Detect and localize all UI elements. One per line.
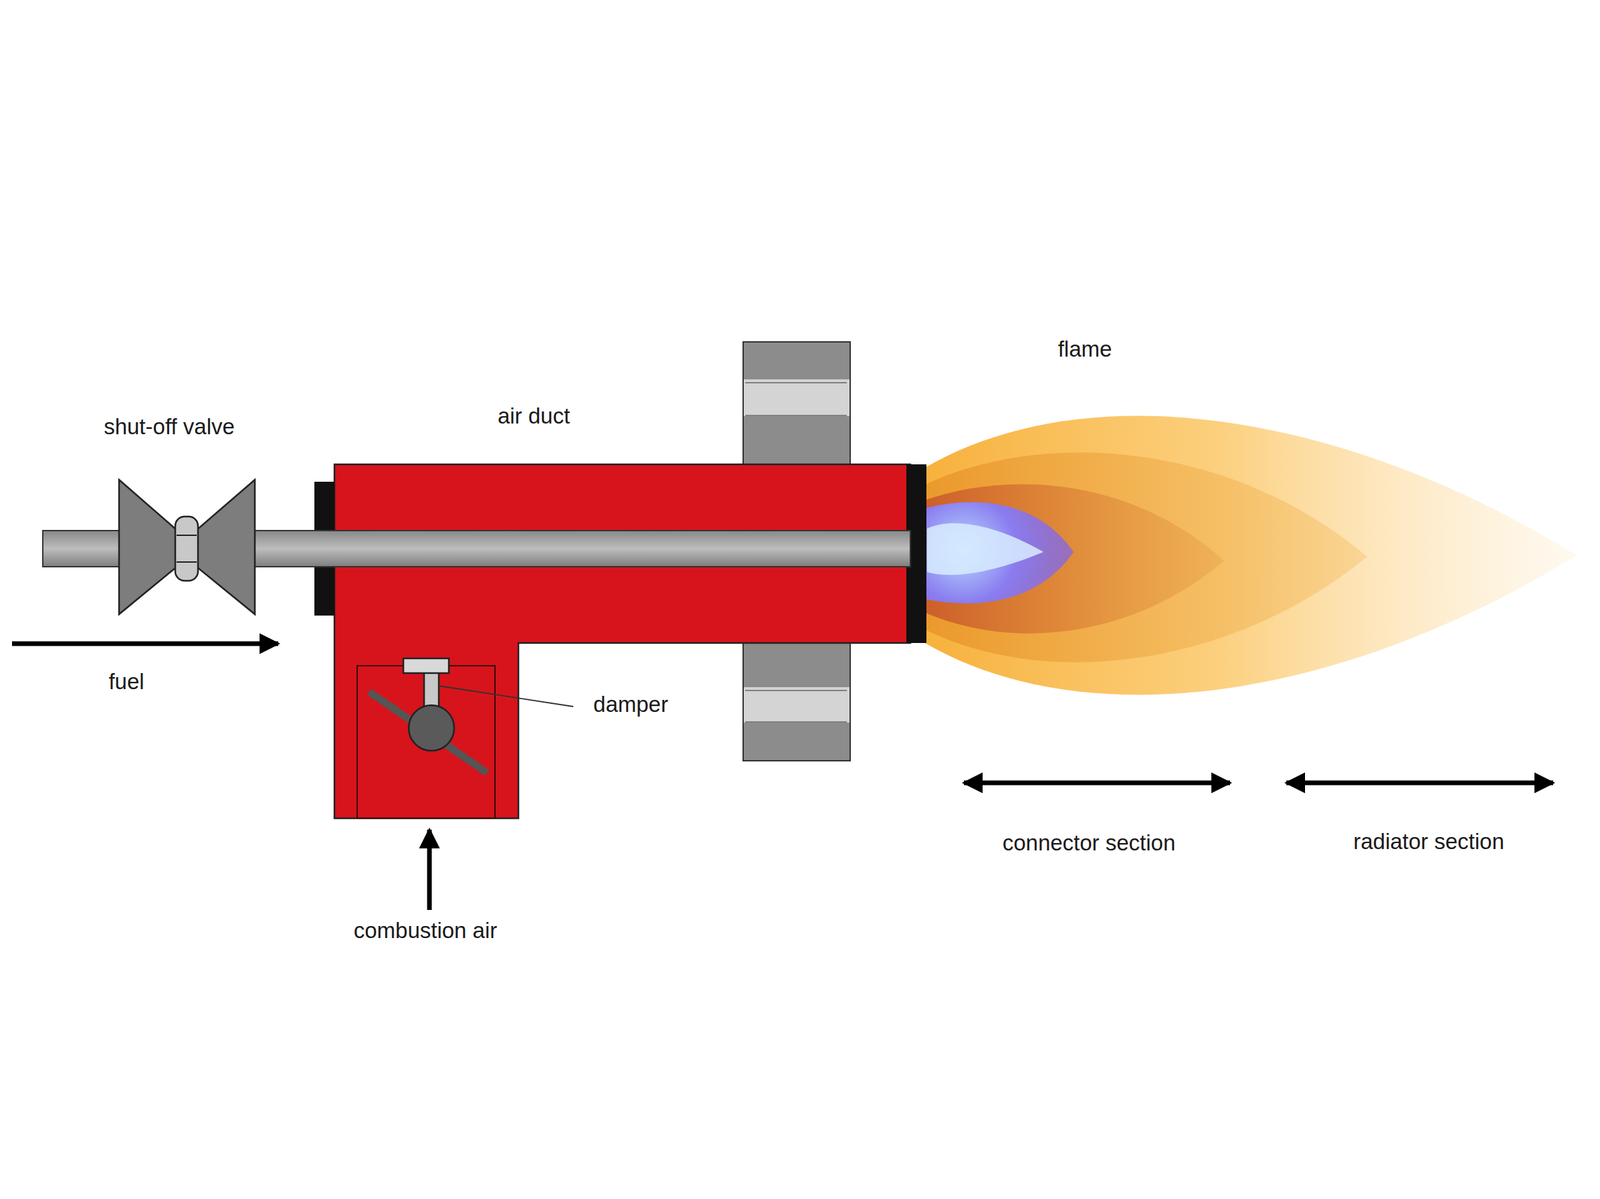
thread-line bbox=[745, 689, 847, 691]
flow-arrows bbox=[12, 643, 1554, 910]
part-label: shut-off valve bbox=[101, 412, 238, 441]
section-label: radiator section bbox=[1350, 827, 1508, 856]
thread-line bbox=[745, 381, 847, 384]
leader-line bbox=[438, 685, 574, 707]
part-label: air duct bbox=[494, 402, 573, 431]
section-label: connector section bbox=[1000, 828, 1179, 857]
flow-label: combustion air bbox=[351, 916, 501, 945]
flow-label: fuel bbox=[105, 667, 147, 696]
thread-line bbox=[745, 414, 847, 417]
damper-symbol bbox=[369, 658, 574, 773]
flame-shape bbox=[923, 416, 1577, 695]
air-duct-body bbox=[314, 464, 927, 819]
thread-line bbox=[745, 721, 847, 723]
part-label: damper bbox=[590, 690, 671, 719]
part-label: flame bbox=[1055, 335, 1116, 364]
valve-symbol bbox=[119, 479, 255, 615]
